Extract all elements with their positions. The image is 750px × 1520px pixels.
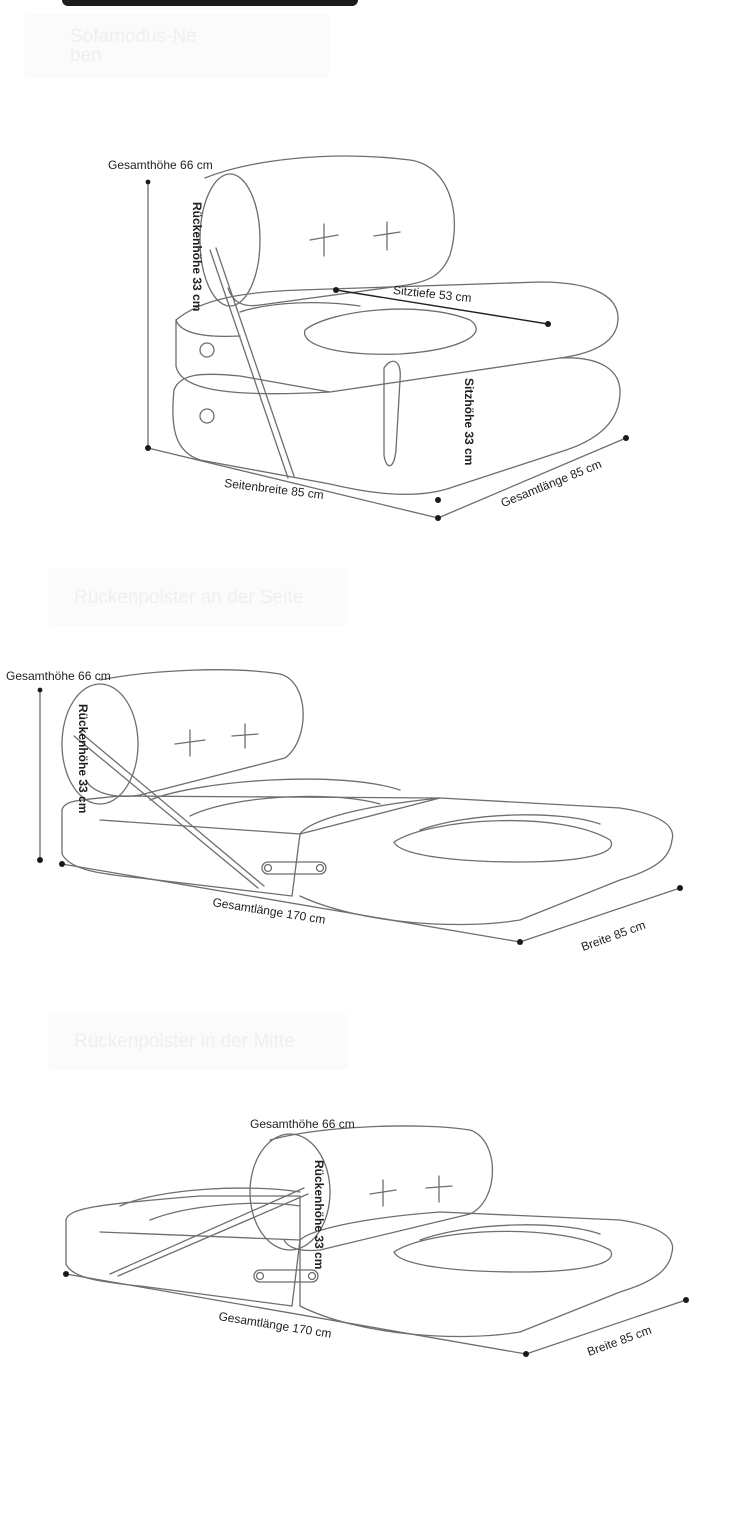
- s3-total-height-label: Gesamthöhe 66 cm: [250, 1117, 355, 1131]
- top-product-band: [62, 0, 358, 6]
- zipper-ring-top: [199, 342, 215, 358]
- width-dimension-line: [525, 1299, 687, 1355]
- s2-total-height-label: Gesamthöhe 66 cm: [6, 669, 111, 683]
- length-dimension-line: [437, 437, 627, 519]
- s1-total-height-label: Gesamthöhe 66 cm: [108, 158, 213, 172]
- s2-watermark-text: Rückenpolster an der Seite: [74, 587, 304, 608]
- diagram-single-chair: [145, 155, 629, 521]
- support-rod: [73, 735, 259, 889]
- s1-back-height-label: Rückenhöhe 33 cm: [190, 202, 204, 312]
- header-watermark-text: Sofamodus-Ne ben: [70, 26, 197, 66]
- s3-watermark-text: Rückenpolster in der Mitte: [74, 1031, 295, 1052]
- length-dimension-line: [61, 863, 521, 943]
- s2-watermark-box: [48, 568, 348, 626]
- right-cushion-outline: [299, 1211, 674, 1338]
- left-cushion-front: [65, 1219, 293, 1307]
- length-dimension-line: [65, 1273, 527, 1355]
- zipper-ring-bottom: [199, 408, 215, 424]
- width-dimension-line: [519, 887, 681, 943]
- back-roll-outline: [204, 155, 456, 307]
- diagram-back-middle: [63, 1125, 689, 1357]
- support-rod: [109, 1187, 305, 1275]
- seat-depth-line: [335, 289, 549, 325]
- support-rod: [209, 249, 289, 479]
- s2-back-height-label: Rückenhöhe 33 cm: [76, 704, 90, 814]
- bottom-cushion-outline: [172, 357, 621, 496]
- connecting-strap: [253, 1269, 319, 1283]
- back-roll-outline: [85, 669, 304, 797]
- s3-watermark-box: [48, 1012, 348, 1070]
- back-roll-end: [199, 173, 261, 307]
- s3-back-height-label: Rückenhöhe 33 cm: [312, 1160, 326, 1270]
- left-cushion-front: [61, 809, 293, 897]
- header-watermark-box: [24, 14, 330, 78]
- s1-seat-height-label: Sitzhöhe 33 cm: [462, 378, 476, 466]
- connecting-strap: [383, 360, 401, 467]
- connecting-strap: [261, 861, 327, 875]
- width-dimension-line: [147, 447, 439, 519]
- right-cushion-outline: [299, 797, 674, 926]
- diagram-back-side: [37, 669, 683, 945]
- back-roll-outline: [269, 1125, 494, 1252]
- top-cushion-outline: [175, 281, 619, 395]
